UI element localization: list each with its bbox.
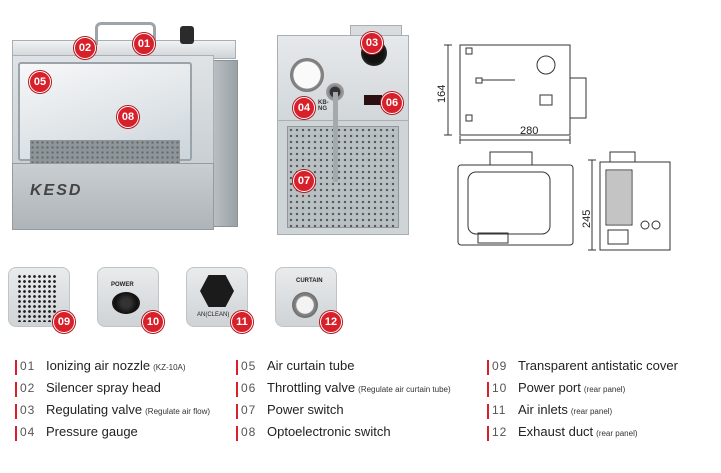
legend-num: 09 <box>492 359 508 373</box>
device-base <box>12 163 214 230</box>
legend-item: 01 Ionizing air nozzle (KZ-10A) <box>15 358 186 378</box>
legend-item: 09 Transparent antistatic cover <box>487 358 681 378</box>
legend-num: 01 <box>20 359 36 373</box>
device-side-panel <box>212 60 238 227</box>
legend-label: Power port <box>518 380 581 395</box>
legend-label: Exhaust duct <box>518 424 594 439</box>
legend-num: 04 <box>20 425 36 439</box>
legend-num: 10 <box>492 381 508 395</box>
dim-width-label: 280 <box>520 125 539 137</box>
legend-note: (rear panel) <box>596 429 638 438</box>
legend-num: 05 <box>241 359 257 373</box>
callout-06: 06 <box>381 92 403 114</box>
legend-num: 06 <box>241 381 257 395</box>
legend-label: Pressure gauge <box>46 424 138 439</box>
legend-note: (rear panel) <box>583 385 626 394</box>
legend-item: 03 Regulating valve (Regulate air flow) <box>14 402 211 422</box>
legend-item: 06 Throttling valve (Regulate air curtai… <box>236 380 451 400</box>
legend-item: 02 Silencer spray head <box>15 380 164 400</box>
legend-label: Air curtain tube <box>267 358 355 373</box>
callout-03: 03 <box>361 32 383 54</box>
legend-label: Power switch <box>267 402 344 417</box>
regulating-valve-knob <box>180 26 194 44</box>
legend-label: Regulating valve <box>46 402 143 417</box>
legend-note: (Regulate air flow) <box>145 407 211 416</box>
callout-11: 11 <box>231 311 253 333</box>
device-handle <box>95 22 156 45</box>
callout-09: 09 <box>53 311 75 333</box>
brand-logo: KESD <box>30 182 83 199</box>
legend-num: 03 <box>20 403 36 417</box>
callout-04: 04 <box>293 97 315 119</box>
top-view-outline <box>459 44 571 136</box>
callout-05: 05 <box>29 71 51 93</box>
legend-item: 05 Air curtain tube <box>235 358 357 378</box>
valve-label: KB-NG <box>318 100 329 112</box>
pressure-gauge-icon <box>290 58 324 92</box>
legend-num: 02 <box>20 381 36 395</box>
perforation-pattern <box>17 274 57 322</box>
legend-label: Throttling valve <box>267 380 356 395</box>
callout-08: 08 <box>117 106 139 128</box>
legend-label: Silencer spray head <box>46 380 161 395</box>
legend-item: 10 Power port (rear panel) <box>486 380 626 400</box>
callout-07: 07 <box>293 170 315 192</box>
legend-num: 08 <box>241 425 257 439</box>
legend-label: Air inlets <box>518 402 568 417</box>
callout-12: 12 <box>320 311 342 333</box>
legend-note: (rear panel) <box>570 407 613 416</box>
callout-01: 01 <box>133 33 155 55</box>
curtain-label: CURTAIN <box>296 278 323 284</box>
callout-02: 02 <box>74 37 96 59</box>
front-view-outline <box>457 164 574 246</box>
legend-note: (Regulate air curtain tube) <box>358 385 451 394</box>
legend: 01 Ionizing air nozzle (KZ-10A) 02 Silen… <box>0 355 721 465</box>
legend-item: 12 Exhaust duct (rear panel) <box>487 424 638 444</box>
legend-item: 11 Air inlets (rear panel) <box>486 402 613 422</box>
legend-num: 11 <box>492 403 507 417</box>
air-inlet-label: AN(CLEAN) <box>197 312 230 318</box>
legend-item: 04 Pressure gauge <box>15 424 141 444</box>
perforated-back-panel <box>287 126 399 228</box>
callout-10: 10 <box>142 311 164 333</box>
work-grill <box>30 140 180 165</box>
dim-depth-label: 245 <box>581 209 593 228</box>
curtain-knob-icon <box>292 292 318 318</box>
air-inlet-icon <box>200 275 234 307</box>
legend-item: 07 Power switch <box>236 402 347 422</box>
legend-label: Optoelectronic switch <box>267 424 391 439</box>
legend-note: (KZ-10A) <box>153 363 186 372</box>
power-label: POWER <box>111 282 134 288</box>
legend-label: Transparent antistatic cover <box>518 358 678 373</box>
legend-label: Ionizing air nozzle <box>46 358 151 373</box>
dim-height-label: 164 <box>436 84 448 103</box>
legend-num: 07 <box>241 403 257 417</box>
legend-item: 08 Optoelectronic switch <box>236 424 394 444</box>
dimension-drawings <box>444 44 671 251</box>
air-curtain-tube <box>333 92 338 182</box>
legend-num: 12 <box>492 425 508 439</box>
display-panel <box>364 95 382 105</box>
power-port-icon <box>112 292 140 314</box>
